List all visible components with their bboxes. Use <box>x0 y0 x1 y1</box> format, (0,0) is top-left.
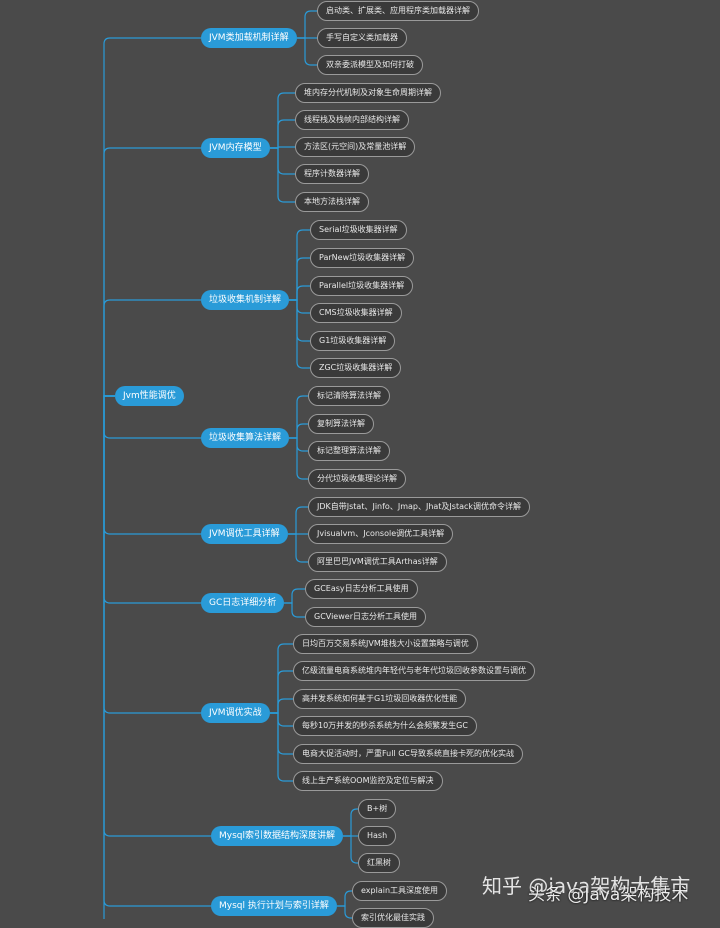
category-gc-mechanism[interactable]: 垃圾收集机制详解 <box>201 290 290 310</box>
leaf-parallel-gc[interactable]: Parallel垃圾收集器详解 <box>310 276 414 296</box>
leaf-gceasy[interactable]: GCEasy日志分析工具使用 <box>305 579 418 599</box>
category-to-leaf-line <box>337 890 352 907</box>
leaf-generational[interactable]: 分代垃圾收集理论详解 <box>308 469 406 489</box>
leaf-ecommerce-gc-params[interactable]: 亿级流量电商系统堆内年轻代与老年代垃圾回收参数设置与调优 <box>293 661 535 681</box>
leaf-custom-classloader[interactable]: 手写自定义类加载器 <box>317 28 407 48</box>
category-to-leaf-line <box>270 119 295 149</box>
root-to-category-line <box>103 299 201 397</box>
leaf-g1-optimization[interactable]: 高并发系统如何基于G1垃圾回收器优化性能 <box>293 689 467 709</box>
leaf-parnew-gc[interactable]: ParNew垃圾收集器详解 <box>310 248 415 268</box>
category-to-leaf-line <box>337 905 352 919</box>
leaf-full-gc-freeze[interactable]: 电商大促活动时，严重Full GC导致系统直接卡死的优化实战 <box>293 744 524 764</box>
category-to-leaf-line <box>288 506 308 535</box>
category-to-leaf-line <box>289 437 308 480</box>
category-to-leaf-line <box>270 712 293 727</box>
leaf-g1-gc[interactable]: G1垃圾收集器详解 <box>310 331 396 351</box>
leaf-oom-monitoring[interactable]: 线上生产系统OOM监控及定位与解决 <box>293 771 443 791</box>
leaf-explain-tool[interactable]: explain工具深度使用 <box>352 881 448 901</box>
leaf-zgc[interactable]: ZGC垃圾收集器详解 <box>310 358 402 378</box>
leaf-program-counter[interactable]: 程序计数器详解 <box>295 164 369 184</box>
category-to-leaf-line <box>289 423 308 439</box>
leaf-gcviewer[interactable]: GCViewer日志分析工具使用 <box>305 607 426 627</box>
category-to-leaf-line <box>343 835 358 864</box>
category-to-leaf-line <box>289 299 310 342</box>
toutiao-watermark: 头条 @Java架构技术 <box>528 885 689 905</box>
root-to-category-line <box>103 395 201 604</box>
root-to-category-line <box>103 395 201 714</box>
category-to-leaf-line <box>297 10 317 39</box>
category-to-leaf-line <box>270 147 295 203</box>
leaf-class-loaders[interactable]: 启动类、扩展类、应用程序类加载器详解 <box>317 1 479 21</box>
category-to-leaf-line <box>289 285 310 301</box>
category-tuning-tools[interactable]: JVM调优工具详解 <box>201 524 288 544</box>
category-to-leaf-line <box>288 533 308 563</box>
leaf-seckill-gc[interactable]: 每秒10万并发的秒杀系统为什么会频繁发生GC <box>293 716 477 736</box>
leaf-index-best-practice[interactable]: 索引优化最佳实践 <box>352 908 434 928</box>
category-memory-model[interactable]: JVM内存模型 <box>201 138 270 158</box>
leaf-mark-sweep[interactable]: 标记清除算法详解 <box>308 386 390 406</box>
category-to-leaf-line <box>289 299 310 369</box>
category-to-leaf-line <box>270 147 295 175</box>
leaf-million-tx-tuning[interactable]: 日均百万交易系统JVM堆栈大小设置策略与调优 <box>293 634 478 654</box>
leaf-arthas[interactable]: 阿里巴巴JVM调优工具Arthas详解 <box>308 552 447 572</box>
category-to-leaf-line <box>289 299 310 314</box>
leaf-jvisualvm[interactable]: Jvisualvm、Jconsole调优工具详解 <box>308 524 454 544</box>
category-mysql-explain[interactable]: Mysql 执行计划与索引详解 <box>211 896 337 916</box>
category-gc-log-analysis[interactable]: GC日志详细分析 <box>201 593 285 613</box>
leaf-hash[interactable]: Hash <box>358 826 397 846</box>
leaf-bplus-tree[interactable]: B+树 <box>358 799 397 819</box>
category-to-leaf-line <box>270 712 293 755</box>
leaf-mark-compact[interactable]: 标记整理算法详解 <box>308 441 390 461</box>
leaf-parent-delegation[interactable]: 双亲委派模型及如何打破 <box>317 55 423 75</box>
root-to-category-line <box>103 395 211 907</box>
category-to-leaf-line <box>270 698 293 714</box>
root-to-category-line <box>103 395 211 837</box>
category-gc-algorithms[interactable]: 垃圾收集算法详解 <box>201 428 290 448</box>
category-to-leaf-line <box>289 229 310 301</box>
category-to-leaf-line <box>289 395 308 439</box>
category-mysql-index-structures[interactable]: Mysql索引数据结构深度讲解 <box>211 826 343 846</box>
category-to-leaf-line <box>270 92 295 149</box>
leaf-thread-stack[interactable]: 线程栈及栈帧内部结构详解 <box>295 110 409 130</box>
leaf-serial-gc[interactable]: Serial垃圾收集器详解 <box>310 220 407 240</box>
leaf-jdk-commands[interactable]: JDK自带Jstat、Jinfo、Jmap、Jhat及Jstack调优命令详解 <box>308 497 531 517</box>
leaf-method-area[interactable]: 方法区(元空间)及常量池详解 <box>295 137 416 157</box>
leaf-native-stack[interactable]: 本地方法栈详解 <box>295 192 369 212</box>
category-class-loading[interactable]: JVM类加载机制详解 <box>201 28 297 48</box>
category-to-leaf-line <box>289 437 308 452</box>
root-node-jvm-tuning[interactable]: Jvm性能调优 <box>115 386 184 406</box>
category-tuning-practice[interactable]: JVM调优实战 <box>201 703 270 723</box>
category-to-leaf-line <box>270 643 293 714</box>
leaf-red-black-tree[interactable]: 红黑树 <box>358 853 400 873</box>
category-to-leaf-line <box>297 37 317 66</box>
leaf-copying[interactable]: 复制算法详解 <box>308 414 374 434</box>
zhihu-watermark: 知乎 @java架构大集市 <box>482 874 691 898</box>
root-to-category-line <box>103 395 201 535</box>
category-to-leaf-line <box>270 670 293 714</box>
leaf-cms-gc[interactable]: CMS垃圾收集器详解 <box>310 303 402 323</box>
category-to-leaf-line <box>289 257 310 301</box>
leaf-heap-generations[interactable]: 堆内存分代机制及对象生命周期详解 <box>295 83 441 103</box>
category-to-leaf-line <box>284 602 305 618</box>
category-to-leaf-line <box>284 588 305 604</box>
root-to-category-line <box>103 147 201 397</box>
category-to-leaf-line <box>270 712 293 782</box>
root-to-category-line <box>103 37 201 397</box>
category-to-leaf-line <box>343 808 358 837</box>
